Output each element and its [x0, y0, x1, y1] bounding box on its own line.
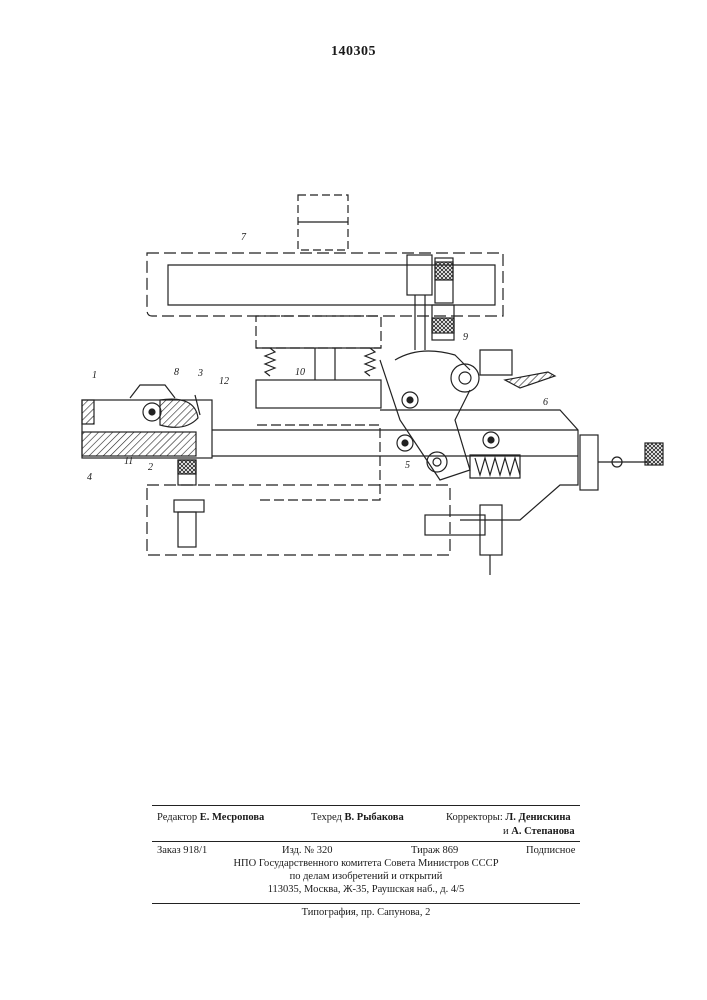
- printer: Типография, пр. Сапунова, 2: [152, 907, 580, 918]
- label-11: 11: [124, 456, 133, 467]
- corrector-2-line: и А. Степанова: [503, 826, 575, 837]
- drawing-lines: [82, 195, 663, 575]
- technical-drawing: 1 2 3 4 5 6 7 8 9 10 11 12: [0, 0, 707, 600]
- label-12: 12: [219, 376, 229, 387]
- label-10: 10: [295, 367, 305, 378]
- label-3: 3: [197, 368, 203, 379]
- label-2: 2: [148, 462, 153, 473]
- label-9: 9: [463, 332, 468, 343]
- label-4: 4: [87, 472, 92, 483]
- org-line: НПО Государственного комитета Совета Мин…: [152, 858, 580, 869]
- label-6: 6: [543, 397, 548, 408]
- corrector-1: Л. Денискина: [505, 812, 570, 823]
- editor-label: Редактор: [157, 812, 197, 823]
- divider-top: [152, 805, 580, 806]
- order-number: Заказ 918/1: [157, 845, 207, 856]
- editor-name: Е. Месропова: [200, 812, 265, 823]
- correctors-label: Корректоры:: [446, 812, 503, 823]
- correctors-credit: Корректоры: Л. Денискина: [446, 812, 571, 823]
- tech-label: Техред: [311, 812, 342, 823]
- editor-credit: Редактор Е. Месропова: [157, 812, 264, 823]
- subscription: Подписное: [526, 845, 575, 856]
- tech-name: В. Рыбакова: [345, 812, 404, 823]
- corrector-2-prefix: и: [503, 826, 509, 837]
- print-run: Тираж 869: [411, 845, 458, 856]
- corrector-2: А. Степанова: [511, 826, 574, 837]
- label-1: 1: [92, 370, 97, 381]
- tech-credit: Техред В. Рыбакова: [311, 812, 404, 823]
- label-5: 5: [405, 460, 410, 471]
- edition-number: Изд. № 320: [282, 845, 333, 856]
- divider-middle: [152, 841, 580, 842]
- label-8: 8: [174, 367, 179, 378]
- org-line-2: по делам изобретений и открытий: [152, 871, 580, 882]
- label-7: 7: [241, 232, 247, 243]
- address: 113035, Москва, Ж-35, Раушская наб., д. …: [152, 884, 580, 895]
- divider-bottom: [152, 903, 580, 904]
